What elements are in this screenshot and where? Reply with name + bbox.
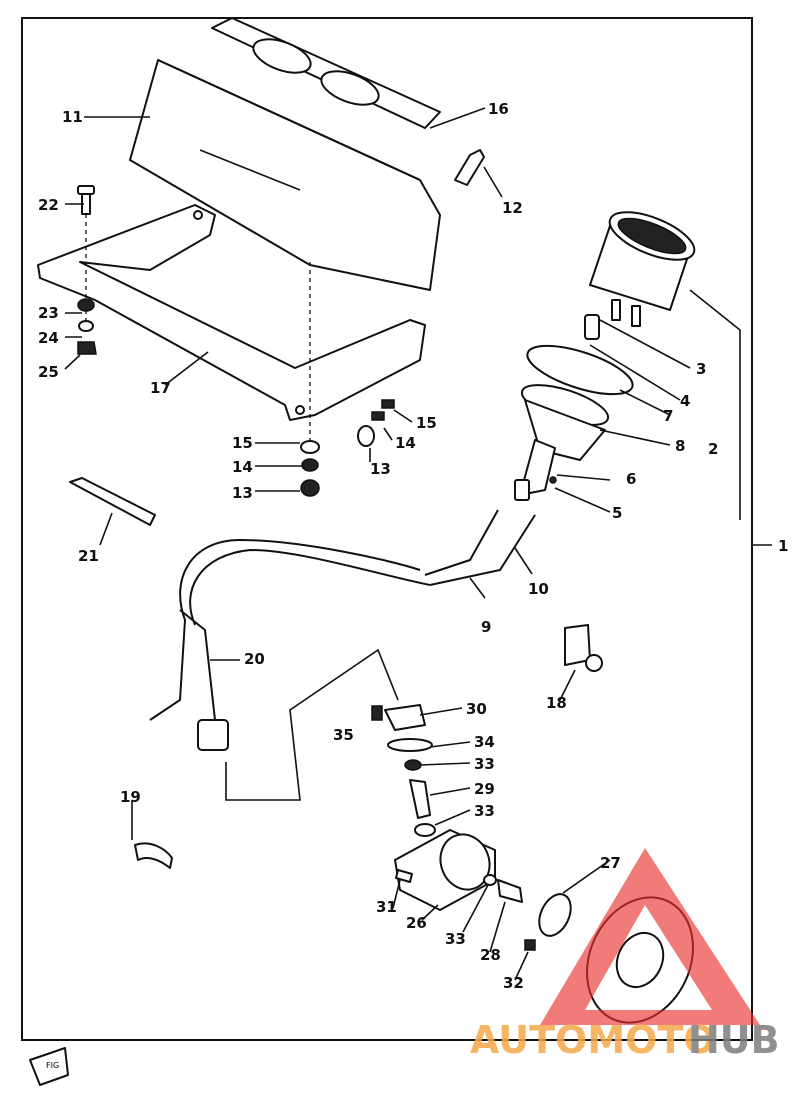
callout-10: 10 — [528, 580, 549, 598]
callout-15-right: 15 — [416, 414, 437, 432]
pin-32 — [524, 939, 536, 951]
washer-24 — [78, 320, 94, 332]
washer-23 — [77, 298, 95, 312]
meter-cover-11 — [129, 59, 441, 291]
washer-14-right — [371, 411, 385, 421]
callout-3: 3 — [696, 360, 706, 378]
wire-harness-9b — [189, 548, 431, 626]
callout-24: 24 — [38, 329, 59, 347]
bolt-13-right — [357, 425, 375, 447]
washer-33-mid — [414, 823, 436, 837]
socket-assy-6 — [514, 439, 556, 501]
bolt-31 — [395, 869, 413, 883]
callout-8: 8 — [675, 437, 685, 455]
callout-23: 23 — [38, 304, 59, 322]
callout-27: 27 — [600, 854, 621, 872]
bracket-17 — [37, 204, 426, 421]
clamp-19 — [131, 800, 173, 869]
callout-13-left: 13 — [232, 484, 253, 502]
lead-wire-10b — [429, 514, 536, 586]
bushing-30 — [384, 704, 426, 731]
callout-20: 20 — [244, 650, 265, 668]
callout-14-right: 14 — [395, 434, 416, 452]
cushion-7 — [526, 344, 634, 396]
callout-33-top: 33 — [474, 755, 495, 773]
watermark-logo — [540, 848, 760, 1025]
fig-tag: FIG — [29, 1047, 69, 1086]
nut-13-left — [300, 479, 320, 497]
washer-33-top — [404, 759, 422, 771]
callout-15-left: 15 — [232, 434, 253, 452]
callout-29: 29 — [474, 780, 495, 798]
callout-33-low: 33 — [445, 930, 466, 948]
callout-1: 1 — [778, 537, 788, 555]
callout-30: 30 — [466, 700, 487, 718]
callout-21: 21 — [78, 547, 99, 565]
gear-28 — [497, 879, 523, 903]
nut-25 — [77, 341, 97, 355]
wire-harness-9 — [149, 538, 421, 721]
seal-34 — [387, 738, 433, 752]
socket-4 — [584, 314, 600, 340]
callout-14-left: 14 — [232, 458, 253, 476]
speedometer-3 — [589, 211, 696, 327]
callout-4: 4 — [680, 392, 690, 410]
fig-tag-label: FIG — [46, 1061, 59, 1070]
callout-18: 18 — [546, 694, 567, 712]
callout-35: 35 — [333, 726, 354, 744]
callout-16: 16 — [488, 100, 509, 118]
gasket-16 — [211, 17, 441, 129]
washer-14-left — [301, 458, 319, 472]
bracket-18 — [564, 624, 603, 672]
gear-unit-26 — [394, 829, 496, 911]
watermark-text-1: AUTOMOTO — [470, 1018, 716, 1062]
callout-2: 2 — [708, 440, 718, 458]
band-21 — [69, 477, 156, 526]
bulb-5 — [549, 476, 557, 484]
watermark: AUTOMOTO HUB — [470, 848, 780, 1062]
callout-26: 26 — [406, 914, 427, 932]
speedometer-cable-20 — [179, 609, 399, 801]
screw-22 — [77, 185, 95, 215]
drive-gear-27 — [538, 859, 611, 937]
callout-25: 25 — [38, 363, 59, 381]
callout-28: 28 — [480, 946, 501, 964]
callout-33-mid: 33 — [474, 802, 495, 820]
callout-6: 6 — [626, 470, 636, 488]
screw-35 — [371, 705, 383, 721]
callout-5: 5 — [612, 504, 622, 522]
washer-15-left — [300, 440, 320, 454]
callout-9: 9 — [481, 618, 491, 636]
callout-12: 12 — [502, 199, 523, 217]
callout-11: 11 — [62, 108, 83, 126]
callout-19: 19 — [120, 788, 141, 806]
callout-31: 31 — [376, 898, 397, 916]
washer-15-right — [381, 399, 395, 409]
callout-17: 17 — [150, 379, 171, 397]
pinion-29 — [409, 779, 431, 819]
lead-wire-10 — [424, 509, 499, 576]
callout-32: 32 — [503, 974, 524, 992]
watermark-text-2: HUB — [688, 1018, 780, 1062]
callout-22: 22 — [38, 196, 59, 214]
callout-34: 34 — [474, 733, 495, 751]
washer-33-low — [483, 874, 497, 886]
bolt-12 — [454, 149, 485, 186]
callout-7: 7 — [663, 407, 673, 425]
diagram-frame — [21, 17, 753, 1041]
callout-13-right: 13 — [370, 460, 391, 478]
